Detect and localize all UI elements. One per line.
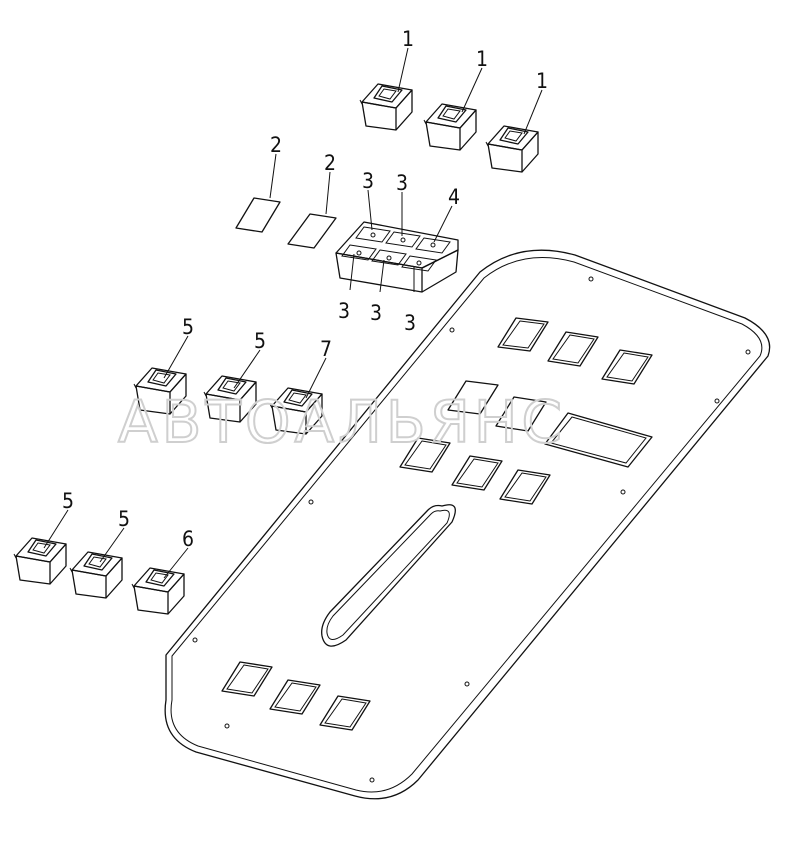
- panel-cutouts-lower: [399, 437, 551, 505]
- callout-1b: 1: [476, 47, 488, 71]
- callout-1c: 1: [536, 69, 548, 93]
- callout-3-top-right: 3: [396, 171, 408, 195]
- leader-lines: [43, 47, 543, 579]
- switch-1a: [359, 83, 413, 131]
- panel-cutouts-middle: [447, 380, 653, 468]
- panel-mount-holes: [192, 276, 751, 783]
- callout-5d: 5: [118, 507, 130, 531]
- blank-cover-2b: [287, 213, 337, 249]
- switch-block-4: [335, 221, 459, 293]
- switch-5d: [69, 551, 123, 599]
- switch-5c: [13, 537, 67, 585]
- callout-3-bottom-middle: 3: [370, 301, 382, 325]
- callout-3-top-left: 3: [362, 169, 374, 193]
- panel-slot: [321, 504, 456, 647]
- switch-panel-plate: [164, 249, 771, 800]
- switch-1b: [423, 103, 477, 151]
- callout-7: 7: [320, 337, 332, 361]
- callout-3-bottom-left: 3: [338, 299, 350, 323]
- panel-cutouts-bottom: [221, 661, 371, 731]
- callout-2a: 2: [270, 133, 282, 157]
- callout-1a: 1: [402, 27, 414, 51]
- panel-cutouts-top: [497, 317, 653, 385]
- callout-labels: 1 1 1 2 2 3 3 4 3 3 3 5 5 7 5 5 6: [62, 27, 548, 551]
- callout-5a: 5: [182, 315, 194, 339]
- callout-3-bottom-right: 3: [404, 311, 416, 335]
- switch-1c: [485, 125, 539, 173]
- callout-6: 6: [182, 527, 194, 551]
- callout-2b: 2: [324, 151, 336, 175]
- callout-4: 4: [448, 185, 460, 209]
- callout-5c: 5: [62, 489, 74, 513]
- switch-6: [131, 567, 185, 615]
- callout-5b: 5: [254, 329, 266, 353]
- blank-cover-2a: [235, 197, 281, 233]
- watermark-text: АВТОАЛЬЯНС: [118, 388, 566, 456]
